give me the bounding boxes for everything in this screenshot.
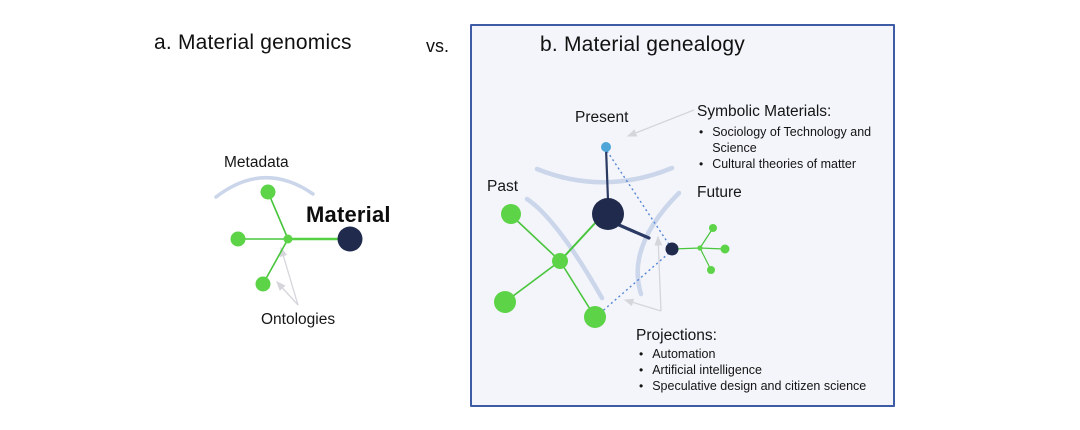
ontologies-arrow-hub — [279, 246, 299, 306]
vs-label: vs. — [426, 36, 450, 56]
ontologies-label: Ontologies — [261, 311, 336, 328]
past-label: Past — [487, 178, 519, 195]
metadata-node-left — [230, 231, 246, 247]
metadata-node-top — [260, 184, 276, 200]
symbolic-materials-heading: Symbolic Materials: — [697, 103, 832, 120]
present-label: Present — [575, 109, 629, 126]
material-label: Material — [306, 202, 391, 227]
ontologies-arrow-node — [276, 281, 299, 306]
projections-list: Automation Artificial intelligence Specu… — [639, 346, 889, 394]
symbolic-bullet-2: Cultural theories of matter — [699, 156, 881, 172]
metadata-label: Metadata — [224, 154, 289, 171]
symbolic-bullet-1: Sociology of Technology and Science — [699, 124, 881, 156]
projections-heading: Projections: — [636, 327, 717, 344]
ontologies-arrows — [276, 246, 299, 306]
projections-bullet-1: Automation — [639, 346, 889, 362]
symbolic-materials-list: Sociology of Technology and Science Cult… — [699, 124, 881, 172]
material-node — [337, 226, 363, 252]
ontology-hub-node — [283, 234, 293, 244]
panel-a-title: a. Material genomics — [154, 31, 352, 54]
metadata-arc — [214, 176, 315, 199]
projections-bullet-2: Artificial intelligence — [639, 362, 889, 378]
genomics-network — [214, 176, 363, 306]
projections-bullet-3: Speculative design and citizen science — [639, 378, 889, 394]
metadata-node-bottom — [255, 276, 271, 292]
future-label: Future — [697, 184, 742, 201]
panel-b-title: b. Material genealogy — [540, 33, 745, 56]
